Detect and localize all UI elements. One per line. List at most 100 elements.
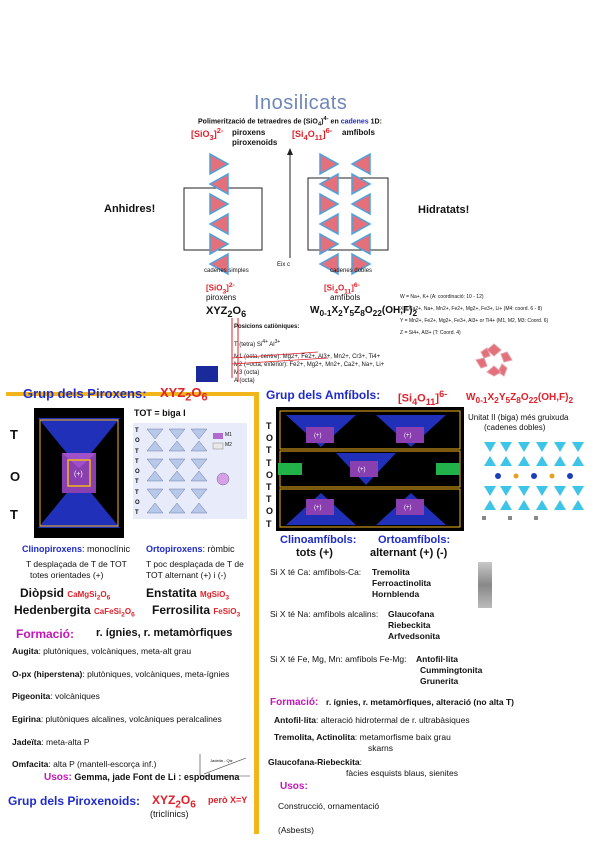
- amphibole-formacio-value: r. ígnies, r. metamòrfiques, alteració (…: [326, 697, 514, 707]
- pyroxene-heading: Grup dels Piroxens:: [23, 386, 147, 401]
- pyroxene-formula: XYZ2O6: [160, 385, 208, 404]
- pyroxene-tot-o: O: [10, 469, 21, 484]
- amphibole-formula: W0-1X2Y5Z8O22(OH,F)2: [466, 392, 574, 405]
- orto-note-2: TOT alternant (+) i (-): [146, 570, 227, 580]
- pyroxene-item-opx: O-px (hiperstena): plutòniques, volcàniq…: [12, 669, 230, 679]
- sio3-anion: [SiO3]2-: [191, 126, 224, 142]
- svg-text:(+): (+): [404, 433, 412, 439]
- svg-text:(+): (+): [404, 505, 412, 511]
- si4o11-anion: [Si4O11]6-: [292, 126, 333, 142]
- pyroxene-item-egirina: Egirina: plutòniques alcalines, volcàniq…: [12, 714, 222, 724]
- svg-text:(+): (+): [314, 505, 322, 511]
- piroxenoid-heading: Grup dels Piroxenoids:: [8, 794, 141, 808]
- pyroxene-tot-t1: T: [10, 427, 18, 442]
- unitat-line-2: (cadenes dobles): [484, 423, 546, 432]
- def-y: Y = Mn2+, Fe2+, Mg2+, Fe3+, Al3+ or Ti4+…: [400, 318, 549, 324]
- ca-list-2: Hornblenda: [372, 589, 420, 599]
- hidratats-label: Hidratats!: [418, 204, 470, 216]
- eix-c-label: Eix c: [277, 262, 291, 268]
- amph-item-skarns: skarns: [368, 743, 394, 753]
- piroxenoid-formula: XYZ2O6: [152, 793, 196, 811]
- pyroxene-formacio-label: Formació:: [16, 627, 75, 641]
- pyroxene-item-omfacita: Omfacita: alta P (mantell-escorça inf.): [12, 759, 157, 769]
- cadenes-dobles-label: cadenes dobles: [330, 268, 373, 274]
- amphibole-usos-label: Usos:: [280, 781, 308, 792]
- amphibole-mineral-photo: [478, 562, 492, 608]
- ortoamfibols-desc: alternant (+) (-): [370, 547, 448, 559]
- divider-vertical: [254, 392, 259, 834]
- clinoamfibols-desc: tots (+): [296, 547, 333, 559]
- amph-item-glaucofana: Glaucofana-Riebeckita:: [268, 757, 363, 767]
- pyroxene-item-pigeonita: Pigeonita: volcàniques: [12, 691, 100, 701]
- divider-top-left: [6, 392, 256, 396]
- clino-note-2: totes orientades (+): [30, 570, 104, 580]
- amph-usos-0: Construcció, ornamentació: [278, 801, 380, 811]
- pos-a: A (octa): [234, 378, 255, 384]
- anhidres-label: Anhidres!: [104, 203, 156, 215]
- lower-si4o11-anion: [Si4O11]6-: [324, 282, 360, 296]
- posicions-label: Posicions catiòniques:: [234, 324, 300, 330]
- fe-list-0: Antofil·lita: [416, 654, 459, 664]
- cadenes-simples-label: cadenes simples: [204, 268, 249, 274]
- ca-list-0: Tremolita: [372, 567, 410, 577]
- piroxenoid-note: però X=Y: [208, 795, 248, 805]
- svg-text:(+): (+): [358, 467, 366, 473]
- amph-item-antofil: Antofil·lita: alteració hidrotermal de r…: [274, 715, 470, 725]
- amphibole-chain-arrangement-diagram: [478, 436, 592, 524]
- amphibole-formacio-label: Formació:: [270, 697, 319, 708]
- amphibole-general-formula: W0-1X2Y5Z8O22(OH,F)2: [310, 305, 418, 318]
- ortoamfibols-label: Ortoamfíbols:: [378, 534, 451, 546]
- lower-piroxens-label: piroxens: [206, 293, 237, 302]
- clinopiroxens-line: Clinopiroxens: monoclínic: [22, 544, 131, 554]
- svg-text:(+): (+): [74, 471, 83, 478]
- amph-usos-1: (Asbests): [278, 825, 314, 835]
- piroxens-label: piroxens: [232, 128, 266, 137]
- lower-amfibols-label: amfíbols: [330, 293, 361, 302]
- pyroxene-tot-structure-image: (+): [34, 408, 124, 538]
- lower-sio3-anion: [SiO3]2-: [206, 282, 235, 296]
- amphibole-anion: [Si4O11]6-: [398, 389, 448, 407]
- jadeite-mini-chart: [199, 754, 250, 777]
- orto-note-1: T poc desplaçada de T de: [146, 559, 244, 569]
- legend-m2: M2: [225, 442, 232, 448]
- na-list-1: Riebeckita: [388, 620, 431, 630]
- pyroxene-item-jadeita: Jadeïta: meta-alta P: [12, 737, 90, 747]
- def-x: X = Ca2+, Na+, Mn2+, Fe2+, Mg2+, Fe3+, L…: [400, 306, 543, 312]
- hedenbergita-line: Hedenbergita CaFeSi2O6: [14, 603, 135, 619]
- piroxenoids-label: piroxenoids: [232, 138, 278, 147]
- piroxenoid-sub: (triclínics): [150, 809, 189, 819]
- cation-connector-lines: [231, 318, 329, 382]
- svg-text:(+): (+): [314, 433, 322, 439]
- amfibols-label: amfíbols: [342, 128, 375, 137]
- amph-item-tremolita: Tremolita, Actinolita: metamorfisme baix…: [274, 732, 451, 742]
- divider-corner: [246, 392, 252, 396]
- polymer-note: Polimerització de tetraedres de (SiO4)4-…: [198, 116, 382, 128]
- ca-list-1: Ferroactinolita: [372, 578, 432, 588]
- amphibole-heading: Grup dels Amfíbols:: [266, 388, 381, 402]
- fe-list-1: Cummingtonita: [420, 665, 483, 675]
- ferrosilita-line: Ferrosilita FeSiO3: [152, 603, 241, 619]
- fe-intro: Si X té Fe, Mg, Mn: amfíbols Fe-Mg:: [270, 654, 407, 664]
- chain-structure-diagram: [183, 148, 389, 276]
- na-intro: Si X té Na: amfíbols alcalins:: [270, 609, 379, 619]
- jadeita-chart-label: Jadeita - Qtz: [210, 758, 233, 763]
- tot-biga-label: TOT = biga I: [134, 408, 186, 418]
- clinoamfibols-label: Clinoamfíbols:: [280, 534, 357, 546]
- silicate-ring-diagram: [475, 343, 513, 377]
- def-w: W = Na+, K+ (A: coordinació: 10 - 12): [400, 294, 484, 300]
- clino-note-1: T desplaçada de T de TOT: [26, 559, 127, 569]
- legend-m1: M1: [225, 432, 232, 438]
- diopsid-line: Diòpsid CaMgSi2O6: [20, 586, 111, 602]
- pos-m3: M3 (octa): [234, 370, 260, 376]
- pyroxene-item-augita: Augita: plutòniques, volcàniques, meta-a…: [12, 646, 192, 656]
- pyroxene-tot-t2: T: [10, 507, 18, 522]
- ca-intro: Si X té Ca: amfíbols-Ca:: [270, 567, 362, 577]
- small-crystal-thumbnail: [196, 366, 218, 382]
- na-list-0: Glaucofana: [388, 609, 435, 619]
- unitat-line-1: Unitat II (biga) més gruixuda: [468, 413, 569, 422]
- na-list-2: Arfvedsonita: [388, 631, 440, 641]
- enstatita-line: Enstatita MgSiO3: [146, 586, 230, 602]
- pyroxene-formacio-value: r. ígnies, r. metamòrfiques: [96, 627, 233, 639]
- ortopiroxens-line: Ortopiroxens: ròmbic: [146, 544, 235, 554]
